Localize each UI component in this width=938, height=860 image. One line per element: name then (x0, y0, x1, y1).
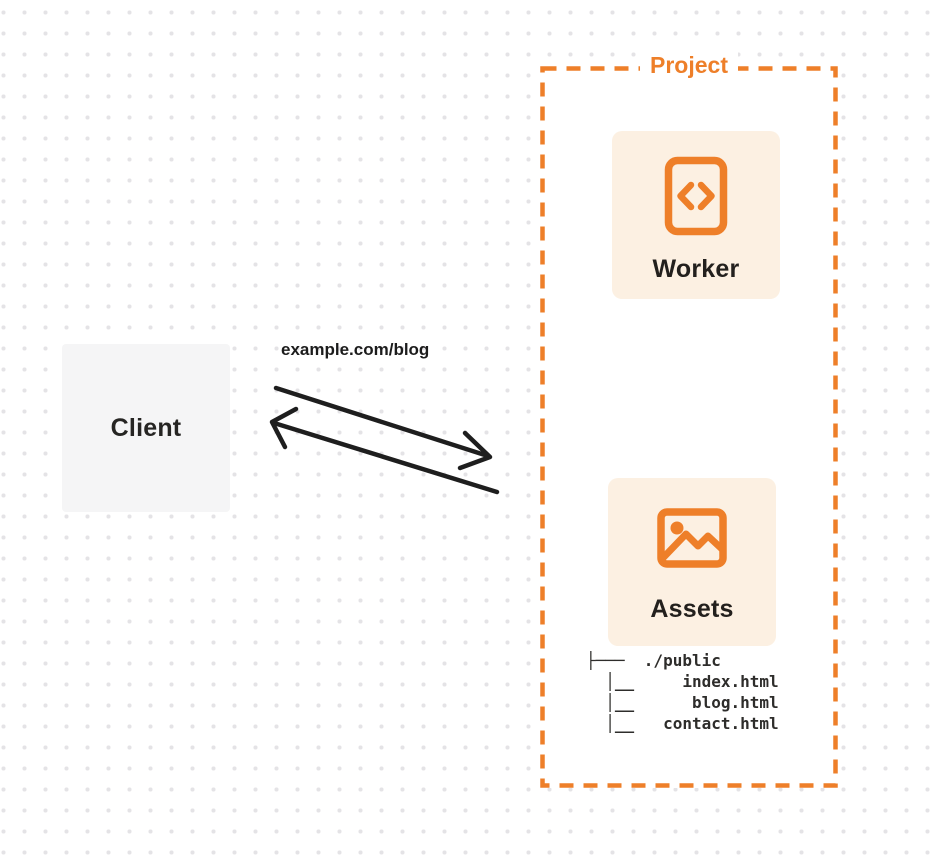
code-document-icon (664, 156, 728, 236)
image-icon (657, 508, 727, 568)
tree-file-blog: │__ blog.html (586, 693, 779, 712)
project-container: Project Worker Assets ├─── ./public │__ … (540, 52, 838, 788)
request-arrow (273, 385, 493, 471)
tree-root: ├─── ./public (586, 651, 721, 670)
request-url-label: example.com/blog (281, 340, 430, 359)
worker-card: Worker (612, 131, 780, 299)
worker-label: Worker (652, 255, 740, 283)
tree-file-contact: │__ contact.html (586, 714, 779, 733)
assets-file-tree: ├─── ./public │__ index.html │__ blog.ht… (586, 650, 779, 734)
client-label: Client (110, 413, 182, 442)
assets-card: Assets (608, 478, 776, 646)
tree-file-index: │__ index.html (586, 672, 779, 691)
project-label: Project (640, 52, 738, 79)
assets-label: Assets (650, 595, 734, 623)
client-box: Client (62, 344, 230, 512)
response-arrow (269, 406, 500, 495)
